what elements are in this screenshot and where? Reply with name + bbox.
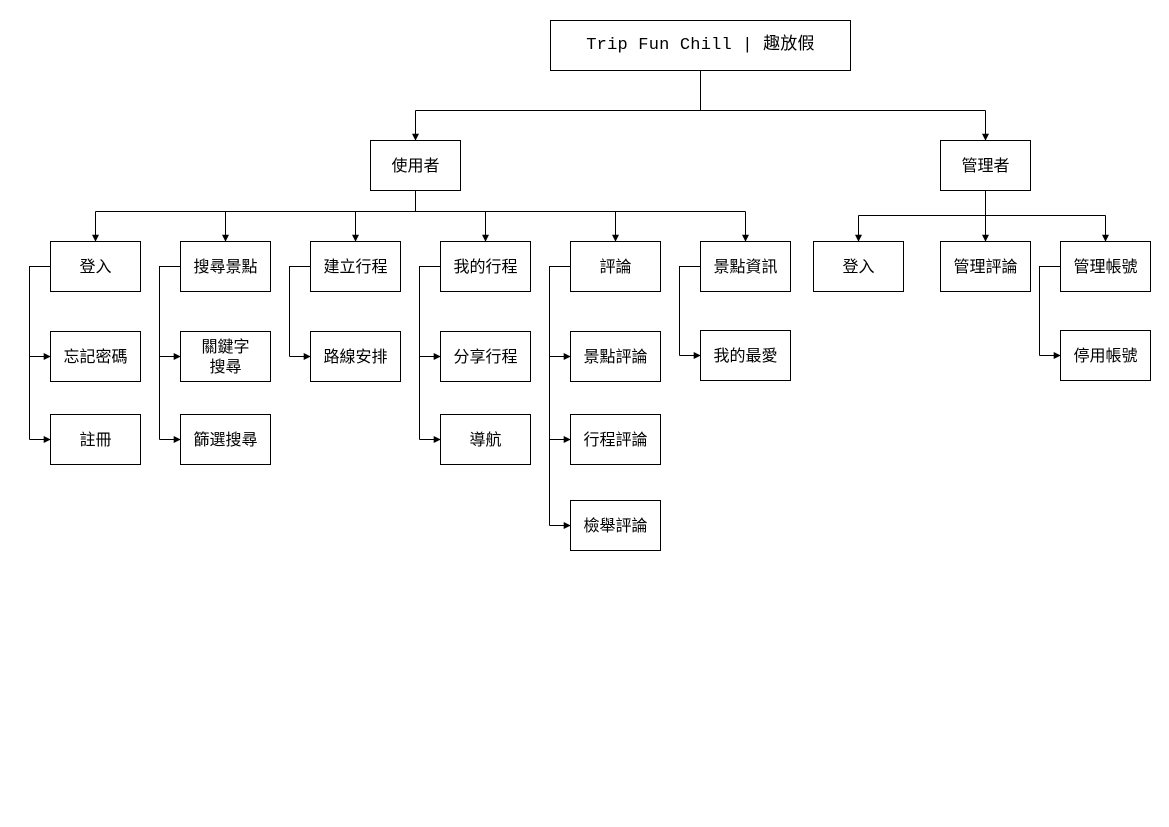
report-review: 檢舉評論 [570, 500, 661, 551]
role-user: 使用者 [370, 140, 461, 191]
register: 註冊 [50, 414, 141, 465]
admin-login: 登入 [813, 241, 904, 292]
role-admin: 管理者 [940, 140, 1031, 191]
user-build-trip: 建立行程 [310, 241, 401, 292]
trip-review: 行程評論 [570, 414, 661, 465]
admin-manage-accounts: 管理帳號 [1060, 241, 1151, 292]
search-bracket [159, 266, 180, 440]
route-planning: 路線安排 [310, 331, 401, 382]
login-bracket [29, 266, 50, 440]
navigation: 導航 [440, 414, 531, 465]
user-my-trip: 我的行程 [440, 241, 531, 292]
review-bracket [549, 266, 570, 526]
info-bracket [679, 266, 700, 356]
filter-search: 篩選搜尋 [180, 414, 271, 465]
share-trip: 分享行程 [440, 331, 531, 382]
build-bracket [289, 266, 310, 357]
mytrip-bracket [419, 266, 440, 440]
disable-account: 停用帳號 [1060, 330, 1151, 381]
my-favorites: 我的最愛 [700, 330, 791, 381]
user-review: 評論 [570, 241, 661, 292]
forgot-password: 忘記密碼 [50, 331, 141, 382]
user-spot-info: 景點資訊 [700, 241, 791, 292]
root-node: Trip Fun Chill | 趣放假 [550, 20, 851, 71]
accounts-bracket [1039, 266, 1060, 356]
user-login: 登入 [50, 241, 141, 292]
spot-review: 景點評論 [570, 331, 661, 382]
user-search: 搜尋景點 [180, 241, 271, 292]
keyword-search: 關鍵字 搜尋 [180, 331, 271, 382]
admin-manage-reviews: 管理評論 [940, 241, 1031, 292]
